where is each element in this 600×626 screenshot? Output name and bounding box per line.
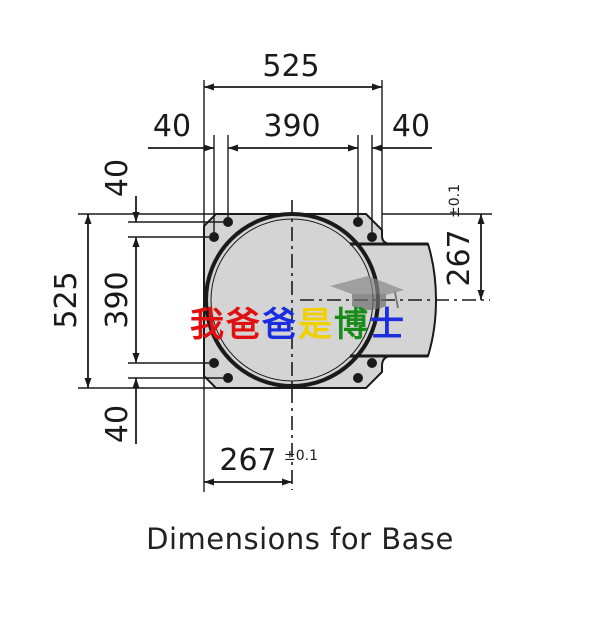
watermark-char: 我 bbox=[190, 305, 224, 345]
dimension-lines bbox=[84, 83, 485, 486]
watermark-char: 博 bbox=[334, 305, 368, 345]
label-tolerance-x: ±0.1 bbox=[284, 448, 318, 464]
label-inner-height: 390 bbox=[100, 271, 135, 328]
mounting-holes bbox=[209, 217, 377, 383]
watermark: 我爸爸是博士 bbox=[190, 276, 404, 345]
mounting-hole bbox=[367, 358, 377, 368]
label-inner-width: 390 bbox=[263, 109, 320, 144]
mounting-hole bbox=[367, 232, 377, 242]
label-bottom-margin: 40 bbox=[100, 405, 135, 443]
mounting-hole bbox=[353, 373, 363, 383]
center-lines bbox=[291, 200, 490, 490]
mounting-hole bbox=[223, 217, 233, 227]
watermark-char: 爸 bbox=[225, 305, 260, 345]
watermark-char: 是 bbox=[298, 305, 332, 345]
base-plate bbox=[203, 212, 438, 389]
label-tolerance-y: ±0.1 bbox=[447, 184, 463, 218]
figure-caption: Dimensions for Base bbox=[146, 522, 454, 556]
mounting-hole bbox=[223, 373, 233, 383]
label-left-margin: 40 bbox=[153, 109, 191, 144]
label-center-offset-x: 267 bbox=[219, 443, 276, 478]
watermark-char: 爸 bbox=[261, 305, 296, 345]
mounting-hole bbox=[209, 358, 219, 368]
label-overall-width: 525 bbox=[262, 49, 319, 84]
mounting-hole bbox=[353, 217, 363, 227]
dimension-labels: 525 390 40 40 525 390 40 40 267 ±0.1 267… bbox=[49, 49, 477, 478]
label-top-margin: 40 bbox=[100, 159, 135, 197]
label-overall-height: 525 bbox=[49, 271, 84, 328]
label-center-offset-y: 267 bbox=[442, 229, 477, 286]
watermark-char: 士 bbox=[370, 305, 404, 345]
mounting-hole bbox=[209, 232, 219, 242]
mortarboard-icon bbox=[330, 276, 404, 310]
watermark-text: 我爸爸是博士 bbox=[190, 305, 404, 345]
label-right-margin: 40 bbox=[392, 109, 430, 144]
